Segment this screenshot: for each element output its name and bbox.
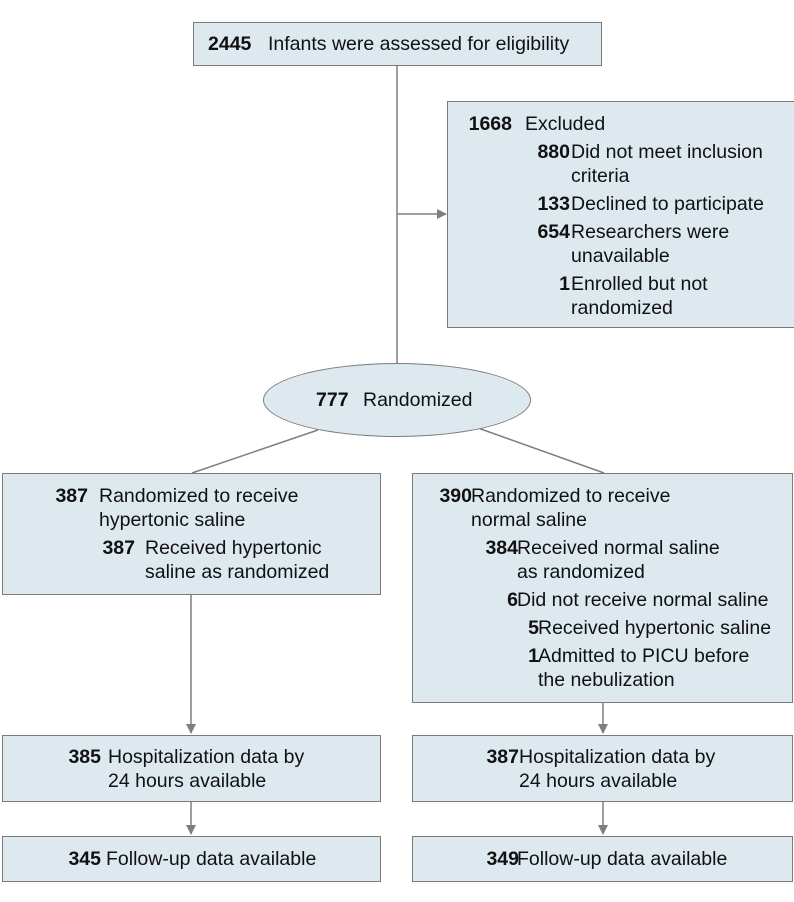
not-received-label: Did not receive normal saline [517,589,769,611]
reason-count: 1 [559,273,570,295]
hospitalization-line: 24 hours available [519,770,678,792]
followup-label: Follow-up data available [106,848,317,870]
picu-line: the nebulization [538,669,675,691]
got-hypertonic-count: 5 [528,617,539,639]
hypertonic-arm-box: 387 Randomized to receive hypertonic sal… [2,473,381,595]
assessed-box: 2445 Infants were assessed for eligibili… [193,22,602,66]
normal-count: 390 [439,485,472,507]
hypertonic-line: Randomized to receive [99,485,299,507]
normal-received-count: 384 [485,537,518,559]
hospitalization-count: 385 [68,746,101,768]
hypertonic-received-line: Received hypertonic [145,537,322,559]
reason-count: 880 [537,141,570,163]
randomized-count: 777 [316,389,349,411]
assessed-count: 2445 [208,33,252,55]
reason-line: Enrolled but not [571,273,708,295]
normal-line: normal saline [471,509,587,531]
hypertonic-hospitalization-box: 385 Hospitalization data by 24 hours ava… [2,735,381,802]
excluded-label: Excluded [525,113,606,135]
hospitalization-count: 387 [486,746,519,768]
reason-line: unavailable [571,245,670,267]
hypertonic-received-count: 387 [102,537,135,559]
normal-received-line: as randomized [517,561,645,583]
hypertonic-received-line: saline as randomized [145,561,330,583]
hypertonic-followup-box: 345 Follow-up data available [2,836,381,882]
connector-randomized-to-hypertonic [191,429,319,474]
normal-arm-box: 390 Randomized to receive normal saline … [412,473,793,703]
hospitalization-line: Hospitalization data by [108,746,305,768]
hospitalization-line: 24 hours available [108,770,267,792]
followup-count: 349 [486,848,519,870]
excluded-box: 1668 Excluded 880 Did not meet inclusion… [447,101,794,328]
randomized-ellipse: 777 Randomized [263,363,531,437]
followup-label: Follow-up data available [517,848,728,870]
reason-count: 654 [537,221,570,243]
reason-count: 133 [537,193,570,215]
assessed-label: Infants were assessed for eligibility [268,33,570,55]
got-hypertonic-label: Received hypertonic saline [538,617,772,639]
connector-randomized-to-normal [477,427,605,474]
picu-line: Admitted to PICU before [538,645,750,667]
reason-line: criteria [571,165,630,187]
picu-count: 1 [528,645,539,667]
normal-received-line: Received normal saline [517,537,720,559]
followup-count: 345 [68,848,101,870]
normal-line: Randomized to receive [471,485,671,507]
reason-line: Declined to participate [571,193,764,215]
reason-line: randomized [571,297,673,319]
hypertonic-count: 387 [55,485,88,507]
randomized-label: Randomized [363,389,473,411]
normal-hospitalization-box: 387 Hospitalization data by 24 hours ava… [412,735,793,802]
reason-line: Did not meet inclusion [571,141,763,163]
hospitalization-line: Hospitalization data by [519,746,716,768]
normal-followup-box: 349 Follow-up data available [412,836,793,882]
not-received-count: 6 [507,589,518,611]
hypertonic-line: hypertonic saline [99,509,246,531]
excluded-count: 1668 [468,113,512,135]
reason-line: Researchers were [571,221,730,243]
